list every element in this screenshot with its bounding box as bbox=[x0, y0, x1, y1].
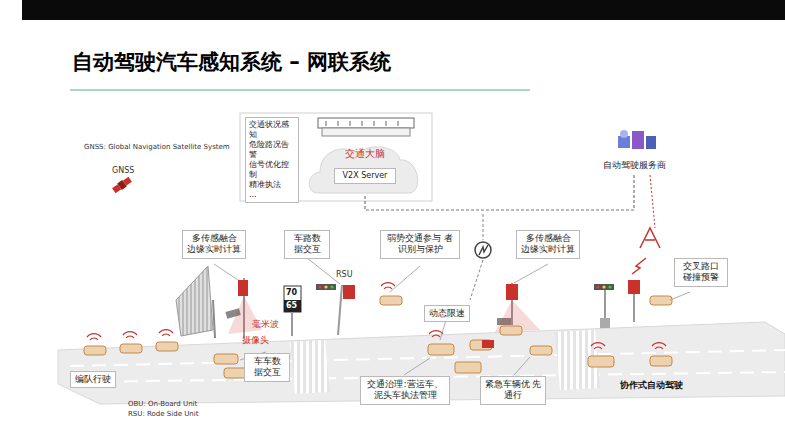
callout-box: 车车数 据交互 bbox=[244, 353, 290, 382]
node-text: V2X Server bbox=[338, 171, 392, 181]
pole bbox=[291, 312, 293, 336]
provider-icon bbox=[618, 130, 656, 149]
abbreviation-note: RSU: Rode Side Unit bbox=[128, 410, 198, 418]
cloud: 交通大脑 V2X Server bbox=[304, 142, 426, 196]
speed-sign bbox=[284, 300, 301, 312]
node-text: 编队行驶 bbox=[74, 374, 112, 385]
sensor-label: 摄像头 bbox=[242, 334, 269, 347]
callout-box: 紧急车辆优 先通行 bbox=[480, 376, 546, 405]
signal-bolt bbox=[632, 258, 646, 274]
lane-line bbox=[70, 350, 785, 366]
node-text: 交通状况感知 bbox=[249, 120, 295, 140]
node-text: 弱势交通参与 者识别与保护 bbox=[384, 233, 456, 256]
crosswalk bbox=[290, 340, 330, 394]
satellite-icon bbox=[112, 176, 133, 194]
server-box: V2X Server bbox=[334, 168, 396, 184]
sensor-label: 毫米波 bbox=[252, 318, 279, 331]
title-rule bbox=[70, 89, 530, 91]
wireless-signal bbox=[87, 283, 666, 349]
node-text: ... bbox=[249, 190, 295, 200]
callout-box: 交通治理:营运车、 泥头车执法管理 bbox=[360, 376, 450, 405]
node-text: 交叉路口 碰撞预警 bbox=[678, 261, 724, 284]
speed-sign bbox=[284, 286, 301, 312]
node-text: 动态限速 bbox=[428, 308, 466, 319]
node-text: 多传感融合 边缘实时计算 bbox=[520, 233, 576, 256]
rsu-label: RSU bbox=[336, 270, 353, 279]
speed-value: 65 bbox=[286, 301, 297, 310]
function-list: 交通状况感知危险路况告警信号优化控制精准执法... bbox=[245, 117, 299, 203]
top-bar bbox=[22, 0, 785, 20]
road bbox=[58, 322, 785, 404]
abbreviation-note: OBU: On-Board Unit bbox=[128, 400, 197, 408]
signal-link bbox=[650, 175, 655, 228]
callout-box: 多传感融合 边缘实时计算 bbox=[182, 230, 246, 259]
callout-box: 弱势交通参与 者识别与保护 bbox=[380, 230, 460, 259]
roadside-units bbox=[225, 278, 640, 338]
node-text: 车车数 据交互 bbox=[248, 356, 286, 379]
callout-box: 车路数 据交互 bbox=[284, 230, 330, 259]
cloud-title: 交通大脑 bbox=[307, 148, 423, 161]
provider-label: 自动驾驶服务商 bbox=[594, 158, 674, 173]
node-text: 多传感融合 边缘实时计算 bbox=[186, 233, 242, 256]
network-icon bbox=[470, 214, 491, 300]
server-rack bbox=[318, 118, 414, 136]
node-text: 紧急车辆优 先通行 bbox=[484, 379, 542, 402]
node-text: 信号优化控制 bbox=[249, 160, 295, 180]
node-text: 车路数 据交互 bbox=[288, 233, 326, 256]
node-text: 危险路况告警 bbox=[249, 140, 295, 160]
antenna-tower bbox=[640, 228, 660, 248]
scenario-label: 协作式自动驾驶 bbox=[620, 379, 683, 392]
callout-box: 多传感融合 边缘实时计算 bbox=[516, 230, 580, 259]
gnss-label: GNSS bbox=[112, 166, 134, 175]
gantry-sign bbox=[176, 266, 213, 336]
pedestrian bbox=[482, 340, 494, 348]
callout-box: 交叉路口 碰撞预警 bbox=[674, 258, 728, 287]
pole bbox=[213, 300, 215, 338]
node-text: 自动驾驶服务商 bbox=[597, 160, 671, 171]
speed-value: 70 bbox=[286, 288, 297, 297]
callout-box: 动态限速 bbox=[424, 305, 470, 322]
node-text: 交通治理:营运车、 泥头车执法管理 bbox=[364, 379, 446, 402]
node-text: 精准执法 bbox=[249, 180, 295, 190]
abbreviation-note: GNSS: Global Navigation Satellite System bbox=[84, 143, 230, 151]
vehicles bbox=[84, 296, 672, 378]
callout-box: 编队行驶 bbox=[70, 371, 116, 388]
slide-title: 自动驾驶汽车感知系统 – 网联系统 bbox=[72, 48, 391, 76]
